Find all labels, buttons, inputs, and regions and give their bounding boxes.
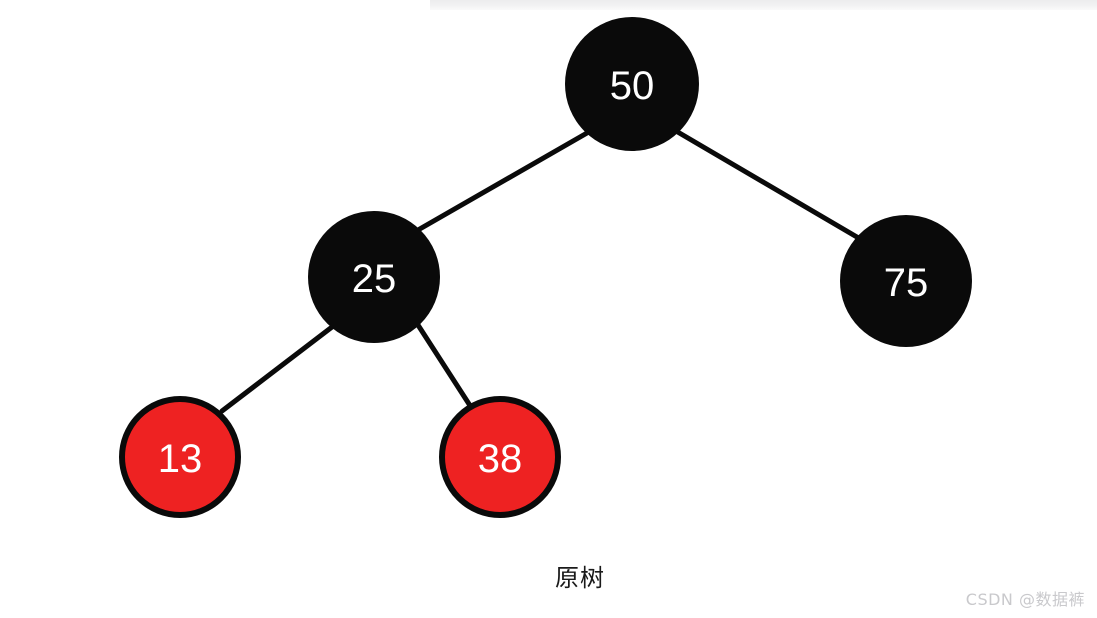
edge-25-13 [219, 324, 335, 414]
node-25-label: 25 [352, 257, 397, 301]
edge-25-38 [415, 322, 472, 407]
node-25[interactable]: 25 [308, 211, 440, 343]
node-13-circle [119, 396, 241, 518]
diagram-caption: 原树 [555, 564, 605, 592]
edge-50-75 [673, 128, 865, 243]
node-75-label: 75 [884, 261, 929, 305]
csdn-watermark: CSDN @数据裤 [965, 590, 1085, 609]
node-50-label: 50 [610, 64, 655, 108]
node-38[interactable]: 38 [439, 396, 561, 518]
node-13-label: 13 [158, 437, 203, 481]
node-50-circle [565, 17, 699, 151]
top-gray-band [430, 0, 1097, 10]
edge-50-25 [415, 130, 590, 233]
node-50[interactable]: 50 [565, 17, 699, 151]
node-75-circle [840, 215, 972, 347]
edge-group [219, 128, 865, 414]
node-75[interactable]: 75 [840, 215, 972, 347]
node-38-label: 38 [478, 437, 523, 481]
node-38-circle [439, 396, 561, 518]
node-25-circle [308, 211, 440, 343]
node-13[interactable]: 13 [119, 396, 241, 518]
